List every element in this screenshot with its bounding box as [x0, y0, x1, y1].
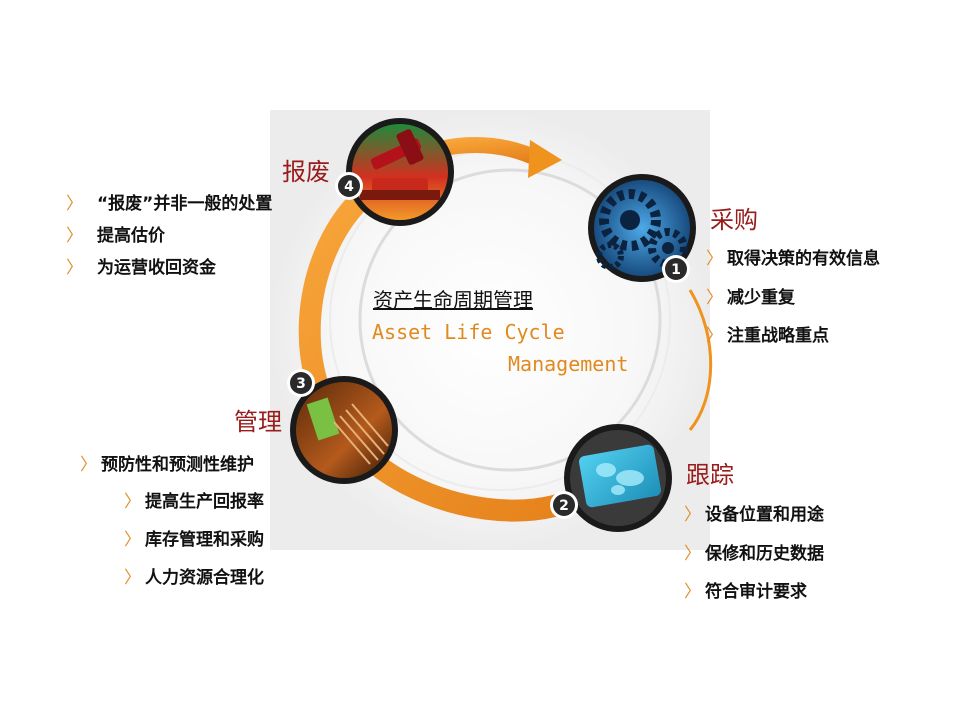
chevron-right-icon: 〉 — [684, 544, 701, 564]
stage-4-item-1: 〉“报废”并非一般的处置 — [66, 194, 273, 214]
inner-ring — [358, 168, 662, 472]
chevron-right-icon: 〉 — [66, 226, 83, 246]
stage-2-title: 跟踪 — [686, 461, 734, 489]
chevron-right-icon: 〉 — [80, 455, 97, 475]
chevron-right-icon: 〉 — [706, 326, 723, 346]
chevron-right-icon: 〉 — [684, 505, 701, 525]
chevron-right-icon: 〉 — [684, 582, 701, 602]
chevron-right-icon: 〉 — [124, 530, 141, 550]
stage-1-badge: 1 — [662, 255, 690, 283]
stage-2-number: 2 — [559, 498, 569, 514]
stage-3-image — [290, 376, 398, 484]
stage-4-item-3: 〉为运营收回资金 — [66, 258, 216, 278]
stage-4-badge: 4 — [335, 172, 363, 200]
stage-2-badge: 2 — [550, 491, 578, 519]
center-title-en-line2: Management — [508, 352, 629, 376]
chevron-right-icon: 〉 — [124, 568, 141, 588]
stage-3-title: 管理 — [234, 408, 282, 436]
stage-2-item-1: 〉设备位置和用途 — [684, 505, 824, 525]
stage-3-number: 3 — [296, 376, 306, 392]
stage-2-image — [564, 424, 672, 532]
chevron-right-icon: 〉 — [706, 249, 723, 269]
cycle-arrowhead — [528, 140, 562, 178]
center-title-en-line1: Asset Life Cycle — [372, 320, 565, 344]
stage-3-item-2: 〉提高生产回报率 — [124, 492, 264, 512]
stage-1-item-2: 〉减少重复 — [706, 288, 795, 308]
stage-3-item-4: 〉人力资源合理化 — [124, 568, 264, 588]
stage-4-image — [346, 118, 454, 226]
stage-1-item-1: 〉取得决策的有效信息 — [706, 249, 880, 269]
stage-3-item-1: 〉预防性和预测性维护 — [80, 455, 254, 475]
stage-4-item-2: 〉提高估价 — [66, 226, 165, 246]
chevron-right-icon: 〉 — [66, 258, 83, 278]
stage-4-title: 报废 — [282, 158, 330, 186]
chevron-right-icon: 〉 — [706, 288, 723, 308]
stage-3-item-3: 〉库存管理和采购 — [124, 530, 264, 550]
stage-3-badge: 3 — [287, 369, 315, 397]
stage-4-number: 4 — [344, 179, 354, 195]
stage-2-item-2: 〉保修和历史数据 — [684, 544, 824, 564]
stage-1-item-3: 〉注重战略重点 — [706, 326, 829, 346]
center-title-cn: 资产生命周期管理 — [373, 288, 533, 312]
cycle-arc-right-thin — [688, 289, 713, 431]
chevron-right-icon: 〉 — [66, 194, 83, 214]
chevron-right-icon: 〉 — [124, 492, 141, 512]
stage-1-number: 1 — [671, 262, 681, 278]
stage-1-image — [588, 174, 696, 282]
stage-2-item-3: 〉符合审计要求 — [684, 582, 807, 602]
stage-1-title: 采购 — [710, 206, 758, 234]
